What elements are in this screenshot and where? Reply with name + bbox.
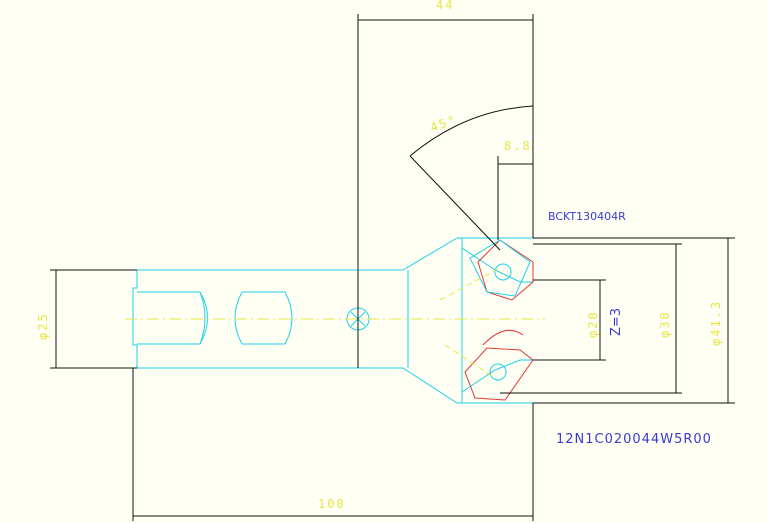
chip-pocket-top — [461, 247, 533, 283]
insert-axis-bottom — [444, 344, 496, 379]
shank-flat-2b — [284, 291, 293, 345]
insert-top — [469, 239, 534, 301]
dim-100: 100 — [318, 497, 346, 511]
dim-44: 44 — [436, 0, 454, 12]
dim-8-8: 8.8 — [504, 139, 532, 153]
part-number-label: 12N1C020044W5R00 — [556, 432, 712, 447]
insert-bottom-screw-icon — [489, 363, 507, 381]
insert-top-screw-icon — [494, 263, 512, 281]
chip-pocket-bottom — [461, 359, 533, 393]
shank-flat-2a — [234, 291, 243, 345]
shank-flat-1b — [199, 291, 206, 345]
insert-bottom-outline — [464, 347, 534, 401]
dim-dia-25: φ25 — [36, 312, 50, 340]
insert-axis-top — [439, 267, 501, 301]
head-bottom-outline — [358, 367, 533, 404]
dim-dia-20: φ20 — [586, 310, 600, 338]
shank-flat-1 — [199, 291, 208, 345]
insert-bottom — [464, 329, 534, 401]
insert-code-label: BCKT130404R — [548, 210, 626, 223]
head-top-outline — [358, 237, 533, 271]
insert-bottom-edge — [482, 329, 524, 346]
teeth-count-label: Z=3 — [609, 308, 624, 336]
dim-45-angle: 45° — [428, 112, 459, 135]
tool-outline — [132, 237, 533, 404]
dimension-lines — [50, 14, 735, 521]
dim-dia-38: φ38 — [658, 310, 672, 338]
dim-dia-41-3: φ41.3 — [709, 300, 723, 346]
